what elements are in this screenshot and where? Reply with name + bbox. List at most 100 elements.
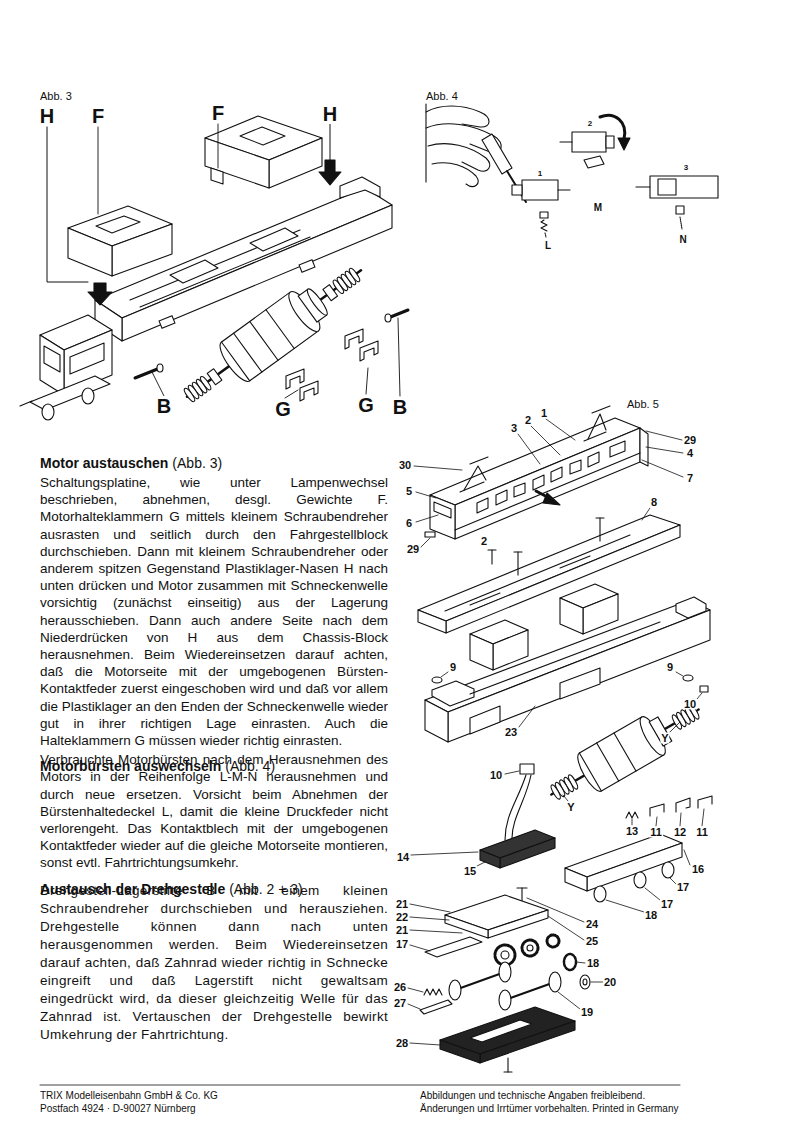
pantograph: [588, 414, 606, 439]
callout-number: 16: [691, 864, 705, 875]
weight-drawing: [205, 138, 269, 188]
chassis-drawing: [448, 610, 710, 742]
leader-line: [152, 372, 164, 396]
wire: [505, 775, 526, 840]
loco-body: [570, 460, 581, 474]
bogie-parts: [564, 954, 576, 970]
bogie-parts: [488, 910, 548, 938]
motor-drawing: [187, 270, 361, 396]
leader-line: [414, 466, 462, 470]
chassis-drawing: [20, 401, 32, 406]
callout-number: 20: [603, 977, 617, 988]
callout-number: 9: [666, 662, 674, 673]
bogie-parts: [583, 979, 587, 985]
part-number: 3: [684, 164, 688, 172]
callout-number: 11: [695, 827, 709, 838]
frame-drawing: [560, 556, 590, 568]
hand-drawing: [432, 163, 478, 187]
chassis-drawing: [299, 260, 315, 273]
leader-line: [591, 982, 603, 983]
motor-drawing: [541, 220, 547, 231]
weight-drawing: [112, 224, 172, 276]
bogie-parts: [507, 1058, 508, 1072]
callout-number: 6: [405, 518, 413, 529]
clip-spring: [626, 796, 712, 818]
chassis-drawing: [425, 597, 710, 774]
callout-number: 30: [398, 460, 412, 471]
figure-label: Abb. 4: [426, 90, 458, 102]
pantograph: [460, 482, 484, 492]
loco-body: [496, 490, 507, 505]
leader-line: [410, 1043, 440, 1045]
pantograph: [592, 406, 610, 413]
leader-line: [408, 1004, 420, 1009]
callout-number: 26: [393, 982, 407, 993]
leader-line: [410, 917, 449, 920]
section-heading: Motor austauschen: [40, 456, 168, 471]
footer-rule: [40, 1085, 680, 1086]
motor-drawing: [560, 141, 572, 142]
leader-line: [697, 693, 702, 699]
leader-line: [656, 817, 657, 826]
leader-line: [670, 722, 680, 732]
motor-drawing: [540, 212, 548, 218]
leader-line: [410, 904, 450, 912]
motor-drawing: [614, 733, 636, 771]
callout-number: 29: [406, 544, 420, 555]
press-arrow: [319, 160, 341, 185]
chassis-drawing: [159, 316, 175, 329]
motor-clip: [300, 381, 318, 401]
chassis-drawing: [470, 706, 500, 734]
leader-line: [576, 962, 585, 963]
part-letter: M: [594, 203, 602, 213]
part-letter: B: [156, 396, 172, 416]
loco-body: [477, 498, 488, 513]
part-letter: H: [322, 104, 338, 124]
callout-number: 5: [405, 486, 413, 497]
motor-drawing: [305, 287, 330, 318]
callout-number: 14: [396, 852, 410, 863]
bogie-parts: [549, 972, 561, 992]
motor-drawing: [572, 132, 606, 152]
motor-drawing: [234, 333, 262, 372]
weight-drawing: [68, 116, 322, 276]
chassis-drawing: [30, 376, 110, 410]
motor-drawing: [266, 310, 294, 349]
weight-drawing: [560, 598, 583, 634]
callout-number: 13: [625, 826, 639, 837]
callout-number: 1: [540, 408, 548, 419]
footer-text: TRIX Modelleisenbahn GmbH & Co. KG: [40, 1090, 218, 1102]
bearing-pin: [157, 364, 163, 372]
leader-line: [676, 672, 683, 676]
leader-line: [684, 850, 690, 865]
leader-line: [646, 447, 683, 453]
chassis-drawing: [82, 388, 94, 404]
bogie-drawing: [634, 872, 646, 888]
loco-body: [425, 532, 435, 537]
bogie-parts: [501, 951, 509, 959]
loco-body: [514, 483, 525, 497]
motor-drawing: [650, 176, 718, 198]
chassis-drawing: [700, 686, 708, 692]
frame-drawing: [514, 551, 522, 552]
part-number: 1: [538, 170, 542, 178]
leader-line: [421, 538, 430, 547]
weight-drawing: [583, 594, 618, 634]
figure-reference: (Abb. 3): [172, 456, 222, 471]
motor-drawing: [545, 233, 546, 237]
bogie-parts: [445, 915, 488, 938]
leader-line: [398, 318, 400, 396]
loco-body: [491, 550, 492, 564]
callout-number: 10: [489, 770, 503, 781]
chassis-drawing: [170, 260, 218, 283]
bogie-parts: [424, 989, 442, 995]
motor-drawing: [649, 717, 672, 746]
motor-clip: [360, 341, 378, 361]
motor-drawing: [207, 369, 222, 385]
part-letter: B: [392, 397, 408, 417]
bogie-parts: [455, 972, 505, 990]
leader-line: [416, 492, 436, 498]
loco-body: [455, 428, 640, 539]
